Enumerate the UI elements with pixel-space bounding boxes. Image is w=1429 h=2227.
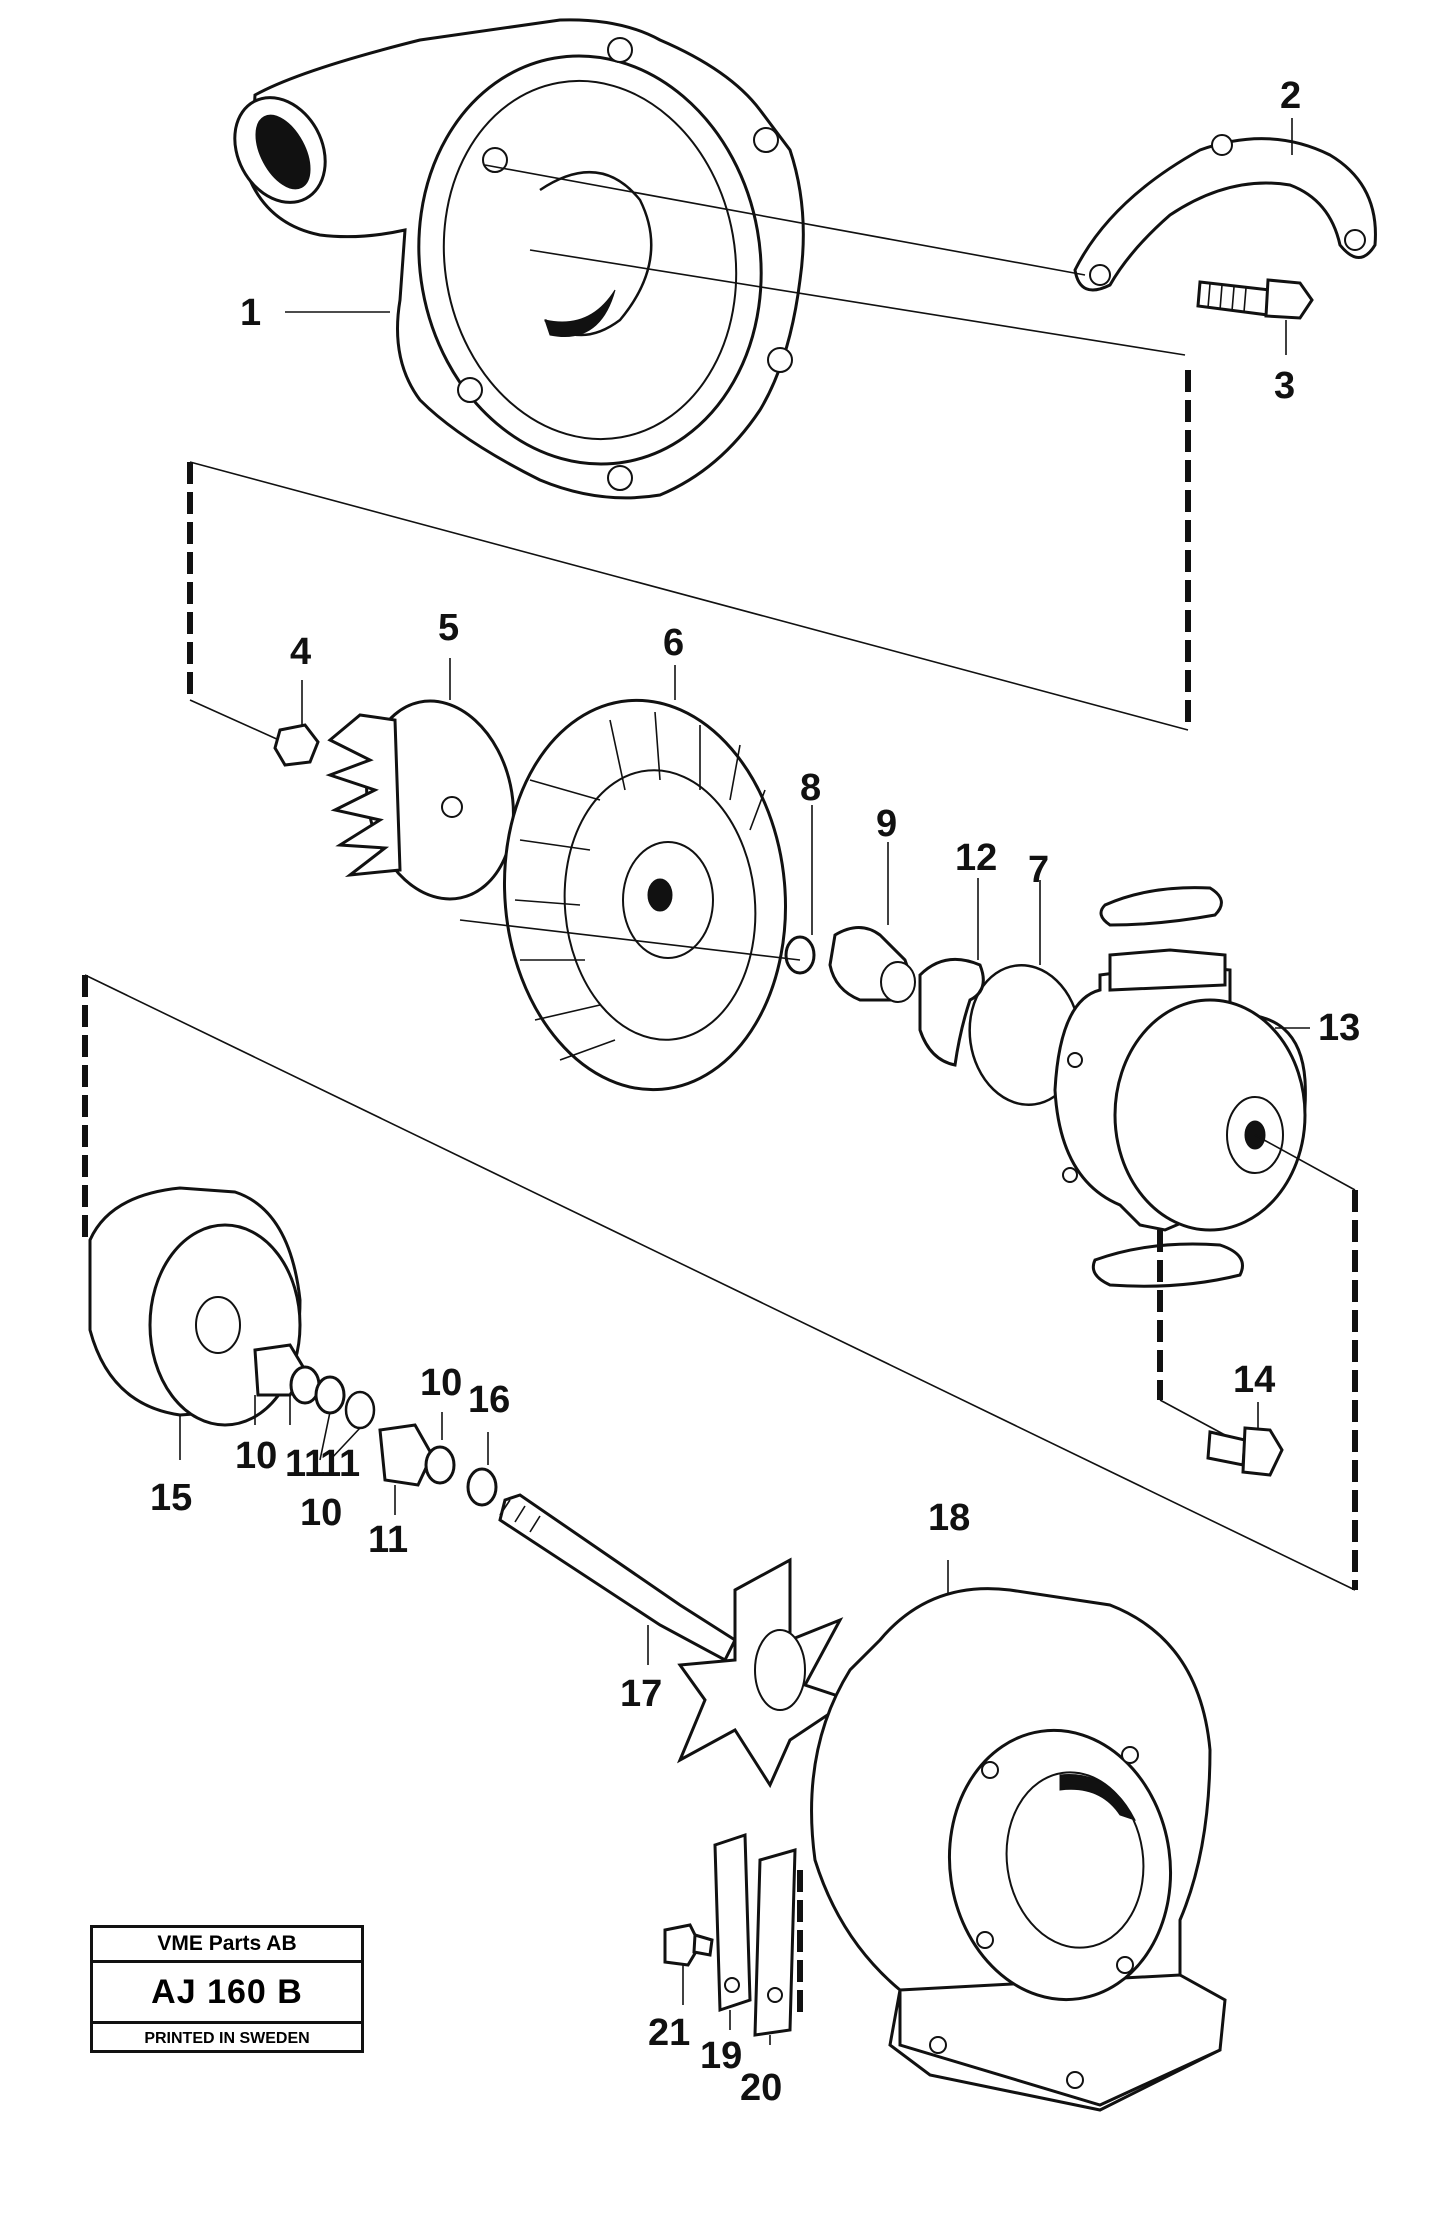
compressor-wheel-part-5: [325, 699, 515, 901]
backplate-part-6: [503, 698, 787, 1092]
nut-part-4: [273, 723, 320, 767]
callouts: 1 2 3 4 5 6 8 9 12 7 13 14 15 10 11 10 1…: [150, 75, 1360, 2109]
callout-14: 14: [1233, 1359, 1275, 1401]
callout-10c: 10: [420, 1362, 462, 1404]
callout-20: 20: [740, 2067, 782, 2109]
thrust-bearing-part-9: [828, 926, 916, 1003]
bearing-set-part-10-11: [253, 1343, 498, 1507]
heat-shield-part-15: [88, 1186, 302, 1427]
callout-17: 17: [620, 1673, 662, 1715]
ring-part-8: [784, 935, 816, 975]
title-block: VME Parts AB AJ 160 B PRINTED IN SWEDEN: [90, 1925, 364, 2053]
turbine-housing-part-18: [810, 1587, 1227, 2112]
bearing-housing-part-13: [1053, 886, 1307, 1288]
callout-15: 15: [150, 1477, 192, 1519]
bolt-part-14: [1206, 1426, 1284, 1477]
compressor-housing-part-1: [233, 18, 805, 500]
screw-part-21: [663, 1923, 714, 1967]
lock-plate-part-20: [753, 1847, 797, 2037]
callout-1: 1: [240, 292, 261, 334]
callout-3: 3: [1274, 365, 1295, 407]
callout-10b: 10: [300, 1492, 342, 1534]
thrust-plate-part-12: [918, 957, 985, 1067]
callout-2: 2: [1280, 75, 1301, 117]
callout-18: 18: [928, 1497, 970, 1539]
callout-10a: 10: [235, 1435, 277, 1477]
callout-12: 12: [955, 837, 997, 879]
bolt-part-3: [1196, 278, 1314, 320]
callout-13: 13: [1318, 1007, 1360, 1049]
callout-19: 19: [700, 2035, 742, 2077]
callout-9: 9: [876, 803, 897, 845]
callout-11c: 11: [368, 1519, 408, 1561]
callout-11b: 11: [320, 1443, 360, 1485]
callout-7: 7: [1028, 849, 1049, 891]
callout-6: 6: [663, 622, 684, 664]
callout-11a: 11: [285, 1443, 325, 1485]
drawing-code: AJ 160 B: [93, 1963, 361, 2024]
callout-8: 8: [800, 767, 821, 809]
callout-5: 5: [438, 607, 459, 649]
callout-4: 4: [290, 631, 311, 673]
washer-plate-part-19: [713, 1832, 752, 2013]
printed-note: PRINTED IN SWEDEN: [144, 2030, 310, 2047]
callout-21: 21: [648, 2012, 690, 2054]
lock-plate-part-2: [1073, 134, 1377, 292]
turbine-shaft-part-17: [498, 1493, 854, 1789]
callout-16: 16: [468, 1379, 510, 1421]
company-name: VME Parts AB: [93, 1928, 361, 1963]
